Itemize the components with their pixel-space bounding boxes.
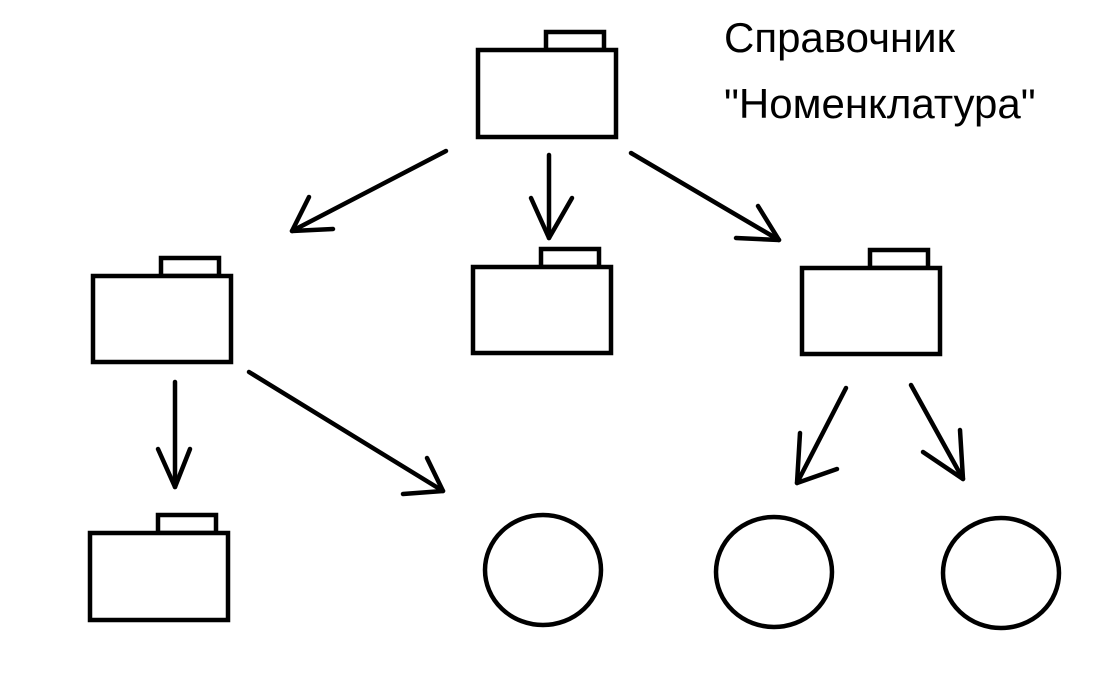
folder-icon-group-left: [90, 255, 234, 365]
arrow-group-right-to-element-2: [794, 385, 849, 486]
folder-icon-group-right: [799, 247, 943, 357]
arrow-group-right-to-element-3: [908, 382, 966, 482]
folder-icon-group-middle: [470, 246, 614, 356]
arrow-root-to-group-right: [628, 150, 782, 243]
diagram-title-line-2: "Номенклатура": [724, 80, 1036, 127]
folder-icon-root: [475, 29, 619, 140]
arrow-root-to-group-left: [289, 148, 449, 234]
arrow-group-left-to-element-1: [246, 369, 446, 497]
diagram-title-line-1: Справочник: [724, 14, 956, 61]
arrow-group-left-to-subgroup: [155, 379, 193, 490]
element-circle-1: [482, 512, 604, 628]
arrow-root-to-group-middle: [528, 152, 575, 241]
folder-icon-subgroup-left: [87, 512, 231, 623]
element-circle-3: [940, 515, 1062, 631]
element-circle-2: [713, 514, 835, 630]
